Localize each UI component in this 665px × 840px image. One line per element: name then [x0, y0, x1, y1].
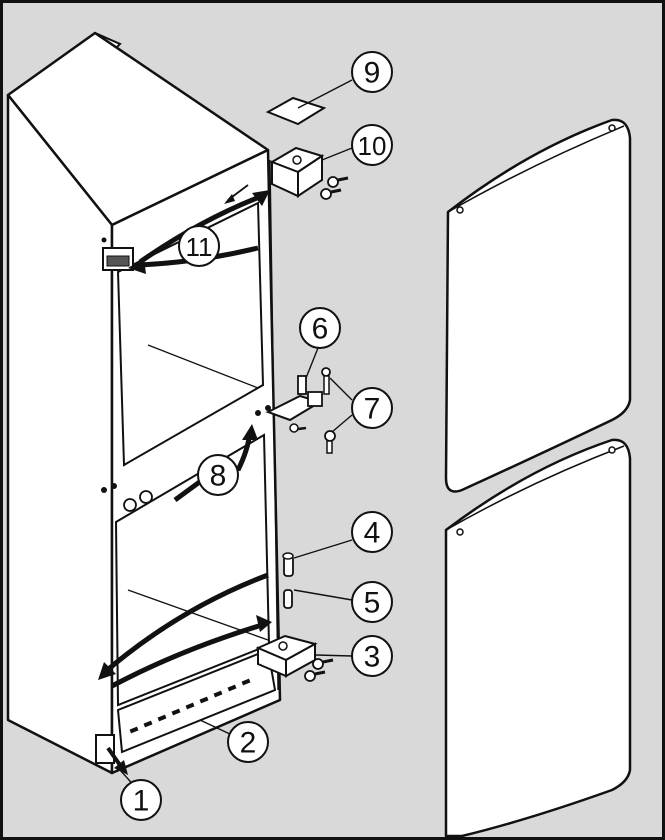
upper-compartment-opening: [116, 201, 265, 467]
callout-label: 9: [364, 57, 381, 90]
callout-label: 6: [312, 313, 329, 346]
bottom-cover-clip: [95, 734, 115, 764]
callout-6: 6: [299, 307, 341, 349]
callout-label: 2: [240, 727, 257, 760]
callout-label: 10: [358, 131, 387, 161]
callout-8: 8: [197, 454, 239, 496]
callout-10: 10: [351, 124, 393, 166]
callout-label: 11: [186, 232, 213, 262]
callout-9: 9: [351, 51, 393, 93]
callout-2: 2: [227, 721, 269, 763]
ventilation-grille: [116, 648, 277, 754]
hinge-pin: [282, 552, 294, 577]
bottom-hinge-screws: [304, 658, 334, 682]
appliance-cabinet: [6, 31, 282, 775]
upper-door: [444, 118, 632, 493]
callout-label: 1: [133, 785, 150, 818]
middle-hinge-screws: [289, 367, 336, 454]
callout-label: 3: [364, 641, 381, 674]
top-hinge-screws: [320, 176, 349, 200]
callout-7: 7: [351, 387, 393, 429]
hinge-parts: [255, 96, 349, 682]
leader-lines: [119, 79, 353, 791]
hinge-cover: [265, 96, 327, 126]
callout-5: 5: [351, 581, 393, 623]
hinge-bushing: [283, 589, 293, 609]
callout-3: 3: [351, 635, 393, 677]
callout-4: 4: [351, 511, 393, 553]
callout-label: 4: [364, 517, 381, 550]
callout-1: 1: [120, 779, 162, 821]
callout-11: 11: [178, 225, 220, 267]
callout-label: 5: [364, 587, 381, 620]
callout-label: 8: [210, 460, 227, 493]
callout-label: 7: [364, 393, 381, 426]
lower-door: [444, 438, 632, 838]
